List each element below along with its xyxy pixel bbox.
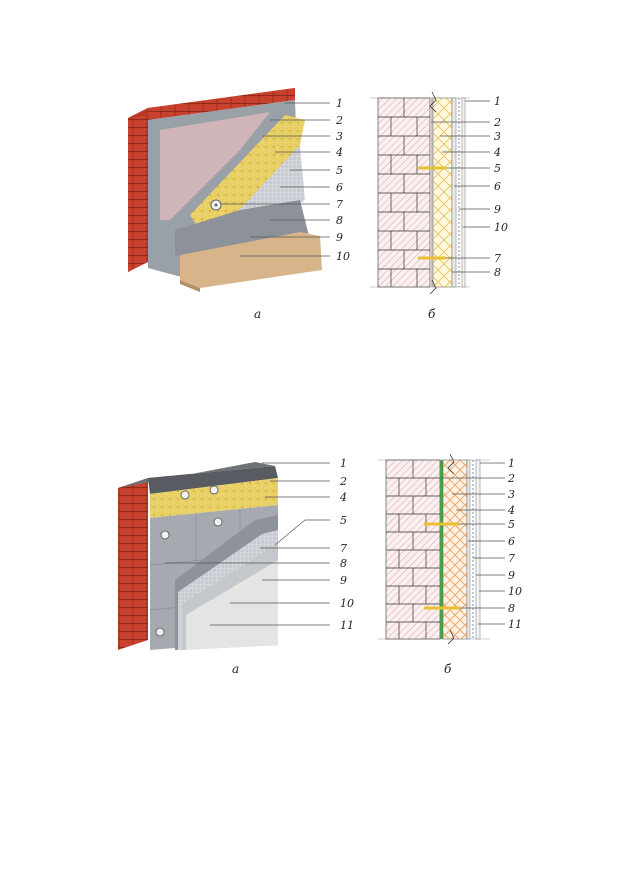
label-8: 8 <box>494 266 501 279</box>
break-line-icon <box>429 279 437 295</box>
dowel-icon <box>180 490 190 500</box>
dowel-icon <box>209 485 219 495</box>
label-7: 7 <box>340 542 347 555</box>
label-2: 2 <box>493 116 501 129</box>
figure1-3d-illustration <box>128 88 322 292</box>
label-4: 4 <box>335 146 343 159</box>
brick-wall-front <box>148 88 295 120</box>
label-10: 10 <box>494 221 508 234</box>
break-line-icon <box>447 453 455 475</box>
label-7: 7 <box>494 252 501 265</box>
label-1: 1 <box>340 457 347 470</box>
label-9: 9 <box>508 569 515 582</box>
label-9: 9 <box>494 203 501 216</box>
break-line-icon <box>447 629 455 645</box>
brick-wall <box>128 108 148 272</box>
label-9: 9 <box>336 231 343 244</box>
brick-joints <box>378 98 430 287</box>
render-section <box>451 97 457 288</box>
label-5: 5 <box>494 162 501 175</box>
label-6: 6 <box>494 180 501 193</box>
label-8: 8 <box>336 214 343 227</box>
brick-wall <box>118 478 148 650</box>
figure2-left-leaders <box>165 462 330 626</box>
label-4: 4 <box>493 146 501 159</box>
label-2: 2 <box>335 114 343 127</box>
insulation-face <box>148 466 278 494</box>
label-1: 1 <box>508 457 515 470</box>
label-8: 8 <box>508 602 515 615</box>
label-2: 2 <box>339 475 347 488</box>
finishing-plaster <box>180 232 322 288</box>
label-3: 3 <box>508 488 515 501</box>
figure1-left-leaders <box>220 102 330 257</box>
figure2-right-labels: 1 2 3 4 5 6 7 9 10 8 11 <box>507 457 522 631</box>
label-10: 10 <box>508 585 522 598</box>
label-9: 9 <box>340 574 347 587</box>
break-line-icon <box>429 91 437 113</box>
figure2-section-drawing <box>378 453 490 645</box>
label-8: 8 <box>340 557 347 570</box>
label-10: 10 <box>336 250 350 263</box>
label-5: 5 <box>340 514 347 527</box>
figure1-caption-b: б <box>428 307 436 321</box>
adhesive-layer <box>160 112 270 220</box>
figure2-caption-a: а <box>232 662 239 676</box>
adhesive-section <box>430 98 433 287</box>
label-4: 4 <box>339 491 347 504</box>
dowel-icon <box>160 530 170 540</box>
label-10: 10 <box>340 597 354 610</box>
dowel-icon <box>155 627 165 637</box>
figure1-right-labels: 1 2 3 4 5 6 9 10 7 8 <box>493 95 508 279</box>
label-6: 6 <box>336 181 343 194</box>
label-1: 1 <box>494 95 501 108</box>
label-3: 3 <box>494 130 501 143</box>
figure2-3d-illustration <box>118 462 279 650</box>
figure2-right-leaders <box>441 462 505 625</box>
label-11: 11 <box>340 619 354 632</box>
dowel-group <box>155 485 223 637</box>
label-5: 5 <box>336 164 343 177</box>
label-6: 6 <box>508 535 515 548</box>
figure1-section-drawing <box>370 91 470 295</box>
label-7: 7 <box>336 198 343 211</box>
label-5: 5 <box>508 518 515 531</box>
figure1-caption-a: а <box>254 307 261 321</box>
figure1-left-labels: 1 2 3 4 5 6 7 8 9 10 <box>335 97 350 263</box>
figure1-right-leaders <box>431 100 490 273</box>
label-3: 3 <box>336 130 343 143</box>
finishing-plaster-bottom <box>180 280 200 292</box>
label-4: 4 <box>507 504 515 517</box>
wall-top <box>118 462 275 488</box>
label-1: 1 <box>336 97 343 110</box>
dowel-icon <box>213 517 223 527</box>
foam-insulation-section <box>442 459 468 640</box>
label-2: 2 <box>507 472 515 485</box>
label-11: 11 <box>508 618 522 631</box>
primer-section <box>440 460 443 639</box>
mineral-wool-band <box>150 478 278 518</box>
label-7: 7 <box>508 552 515 565</box>
finishing-plaster <box>186 560 278 650</box>
figure2-caption-b: б <box>444 662 452 676</box>
figure2-left-labels: 1 2 4 5 7 8 9 10 11 <box>339 457 354 632</box>
